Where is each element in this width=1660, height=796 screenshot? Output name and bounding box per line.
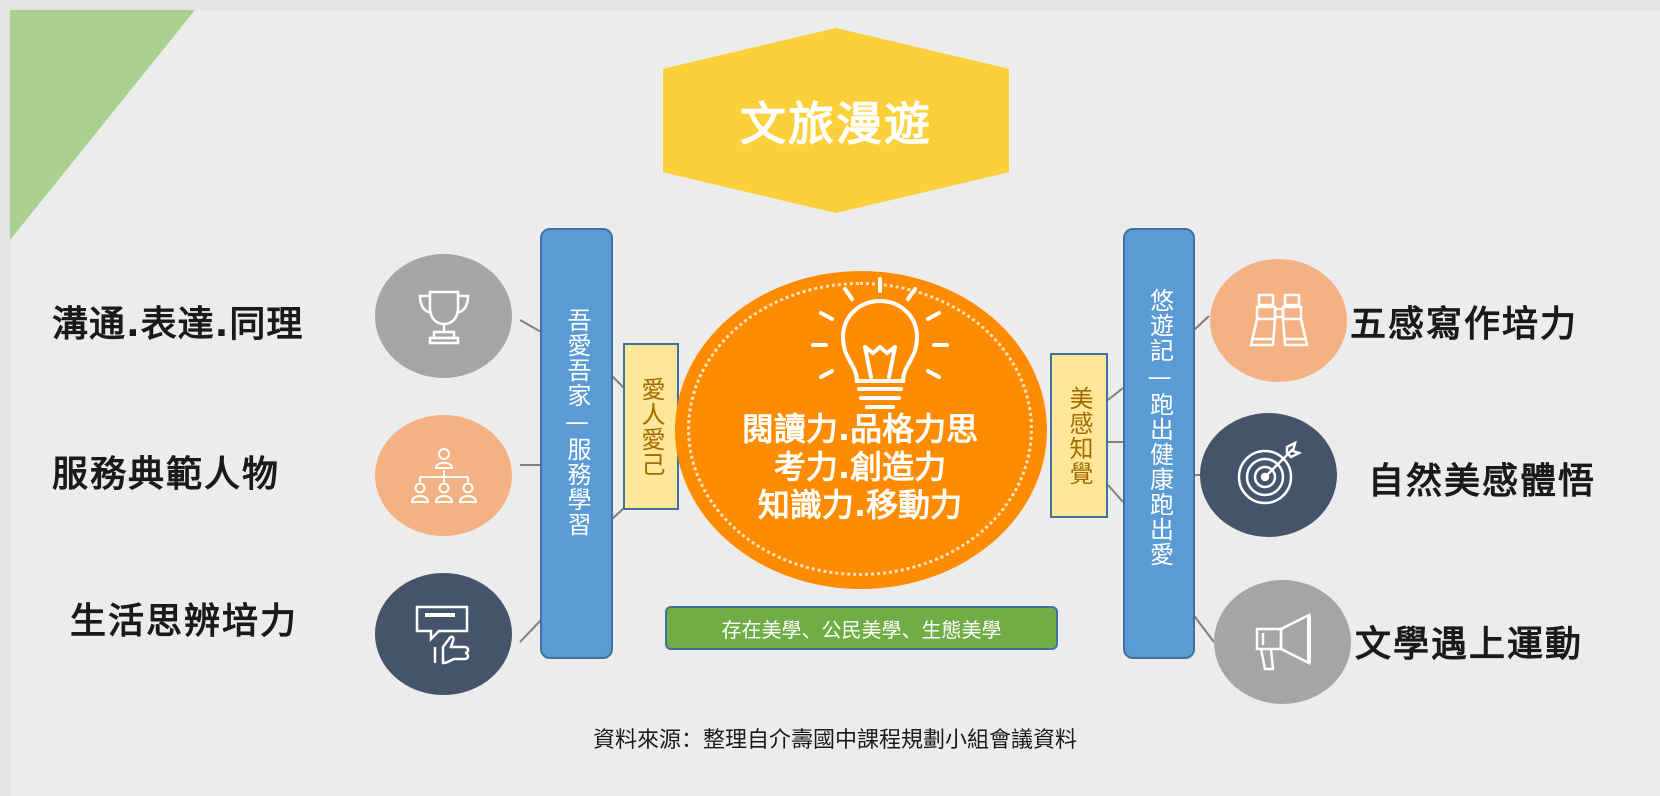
connector-right-box-bottom <box>1107 484 1124 503</box>
target-icon <box>1237 440 1302 505</box>
title-hexagon: 文旅漫遊 <box>663 28 1009 213</box>
right-bar-text: 悠遊記—跑出健康跑出愛 <box>1145 288 1174 567</box>
circle-left-3 <box>375 573 512 695</box>
binoculars-icon <box>1248 293 1309 346</box>
connector-left-1 <box>519 319 544 334</box>
center-text: 閱讀力.品格力思 考力.創造力 知識力.移動力 <box>710 410 1010 524</box>
connector-left-3 <box>519 617 544 643</box>
lightbulb-icon <box>811 277 949 409</box>
megaphone-icon <box>1255 612 1311 671</box>
trophy-icon <box>418 290 469 345</box>
left-bar: 吾愛吾家—服務學習 <box>540 228 613 659</box>
circle-right-1 <box>1210 259 1347 382</box>
center-line-3: 知識力.移動力 <box>757 486 963 524</box>
chat-thumbs-up-icon <box>415 605 469 665</box>
corner-decoration <box>10 10 195 240</box>
bottom-box: 存在美學、公民美學、生態美學 <box>665 606 1058 650</box>
title: 文旅漫遊 <box>740 96 932 151</box>
circle-left-2 <box>375 415 512 536</box>
right-label-1: 五感寫作培力 <box>1350 304 1579 345</box>
center-line-1: 閱讀力.品格力思 <box>741 410 979 448</box>
org-chart-icon <box>410 447 477 503</box>
right-box-text: 美感知覺 <box>1065 385 1093 486</box>
circle-right-2 <box>1200 413 1337 537</box>
left-label-3: 生活思辨培力 <box>70 601 299 642</box>
left-box-text: 愛人愛己 <box>637 376 665 477</box>
center-line-2: 考力.創造力 <box>773 448 947 486</box>
connector-left-box-top <box>610 374 625 389</box>
connector-right-3 <box>1191 612 1215 643</box>
right-label-3: 文學遇上運動 <box>1355 624 1584 665</box>
right-box: 美感知覺 <box>1050 353 1108 518</box>
circle-left-1 <box>375 254 512 378</box>
left-box: 愛人愛己 <box>623 343 679 510</box>
slide: 文旅漫遊 吾愛吾家—服務學習 愛人愛己 閱讀力.品格力思 考力. <box>10 10 1660 796</box>
left-bar-text: 吾愛吾家—服務學習 <box>563 308 591 537</box>
circle-right-3 <box>1214 580 1351 704</box>
bottom-box-text: 存在美學、公民美學、生態美學 <box>721 617 1002 642</box>
right-bar: 悠遊記—跑出健康跑出愛 <box>1123 228 1195 659</box>
source-note: 資料來源：整理自介壽國中課程規劃小組會議資料 <box>592 728 1077 753</box>
center-dotted-ring <box>687 282 1033 576</box>
connector-left-box-bottom <box>610 507 625 521</box>
right-label-2: 自然美感體悟 <box>1368 461 1597 502</box>
left-label-1: 溝通.表達.同理 <box>52 304 304 345</box>
connector-right-box-top <box>1107 387 1124 401</box>
left-label-2: 服務典範人物 <box>52 454 281 495</box>
